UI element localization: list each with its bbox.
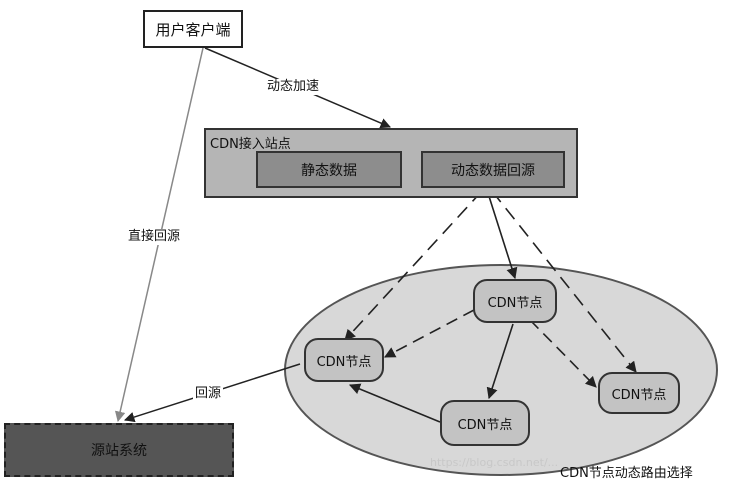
static-data-box: 静态数据 bbox=[256, 151, 402, 188]
arrow-dynamic-to-cdn-top bbox=[486, 189, 518, 280]
user-client-label: 用户客户端 bbox=[155, 20, 231, 39]
arrow-dynamic-to-cdn-left bbox=[344, 190, 483, 341]
edge-label-back-origin: 回源 bbox=[193, 386, 224, 402]
cdn-node-bottom-label: CDN节点 bbox=[457, 417, 513, 433]
arrow-cdn-top-to-left bbox=[384, 309, 475, 358]
cdn-node-bottom: CDN节点 bbox=[440, 400, 530, 446]
dynamic-origin-box: 动态数据回源 bbox=[421, 151, 565, 188]
cdn-node-left-label: CDN节点 bbox=[316, 354, 372, 370]
cdn-node-top-label: CDN节点 bbox=[487, 295, 543, 311]
user-client-box: 用户客户端 bbox=[143, 10, 243, 48]
edge-label-dynamic-accel: 动态加速 bbox=[265, 79, 322, 95]
watermark-text: https://blog.csdn.net/... bbox=[430, 456, 559, 469]
origin-system-box: 源站系统 bbox=[4, 423, 234, 477]
arrow-cdn-top-to-bottom bbox=[486, 323, 514, 400]
static-data-label: 静态数据 bbox=[301, 162, 357, 179]
arrow-cdn-top-to-right bbox=[529, 319, 597, 388]
arrow-cdn-bottom-to-left bbox=[348, 383, 441, 423]
cdn-node-right: CDN节点 bbox=[598, 372, 680, 414]
diagram-caption: CDN节点动态路由选择 bbox=[560, 466, 693, 481]
dynamic-origin-label: 动态数据回源 bbox=[451, 162, 535, 179]
edge-label-direct-origin: 直接回源 bbox=[126, 229, 183, 245]
cdn-node-left: CDN节点 bbox=[304, 338, 384, 382]
cdn-node-right-label: CDN节点 bbox=[611, 387, 667, 403]
cdn-access-site-title: CDN接入站点 bbox=[210, 137, 291, 152]
cdn-node-top: CDN节点 bbox=[473, 279, 557, 323]
arrow-dynamic-to-cdn-right bbox=[491, 190, 637, 373]
origin-system-label: 源站系统 bbox=[91, 443, 147, 459]
